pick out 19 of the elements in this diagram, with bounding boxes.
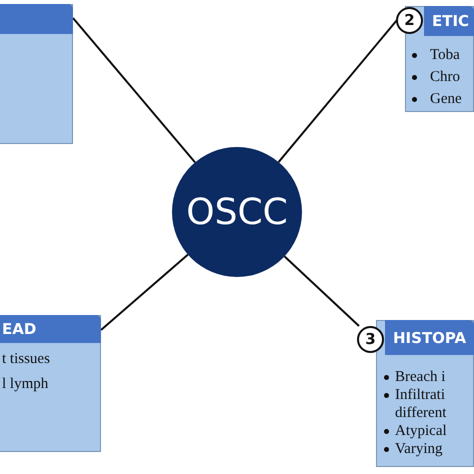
center-title: OSCC <box>186 192 288 232</box>
connector-line <box>72 17 196 163</box>
connector-line <box>100 254 189 331</box>
connector-line <box>284 256 360 327</box>
list-item: l lymph <box>2 375 50 393</box>
callout-number: 2 <box>396 7 423 34</box>
card-heading: EAD <box>2 320 36 338</box>
list-item: Atypical <box>395 422 448 440</box>
list-item: Chro <box>430 68 461 86</box>
list-item: Toba <box>430 46 461 64</box>
connector-line <box>278 19 398 163</box>
list-item: Gene <box>430 90 463 108</box>
card-heading: HISTOPA <box>393 328 466 346</box>
callout-number: 3 <box>357 326 384 353</box>
list-item: t tissues <box>2 350 51 368</box>
list-item: Breach i <box>395 368 446 386</box>
list-item: Infiltrati different <box>395 386 448 422</box>
card-heading: ETIC <box>432 12 470 30</box>
list-item: Varying <box>395 440 444 458</box>
